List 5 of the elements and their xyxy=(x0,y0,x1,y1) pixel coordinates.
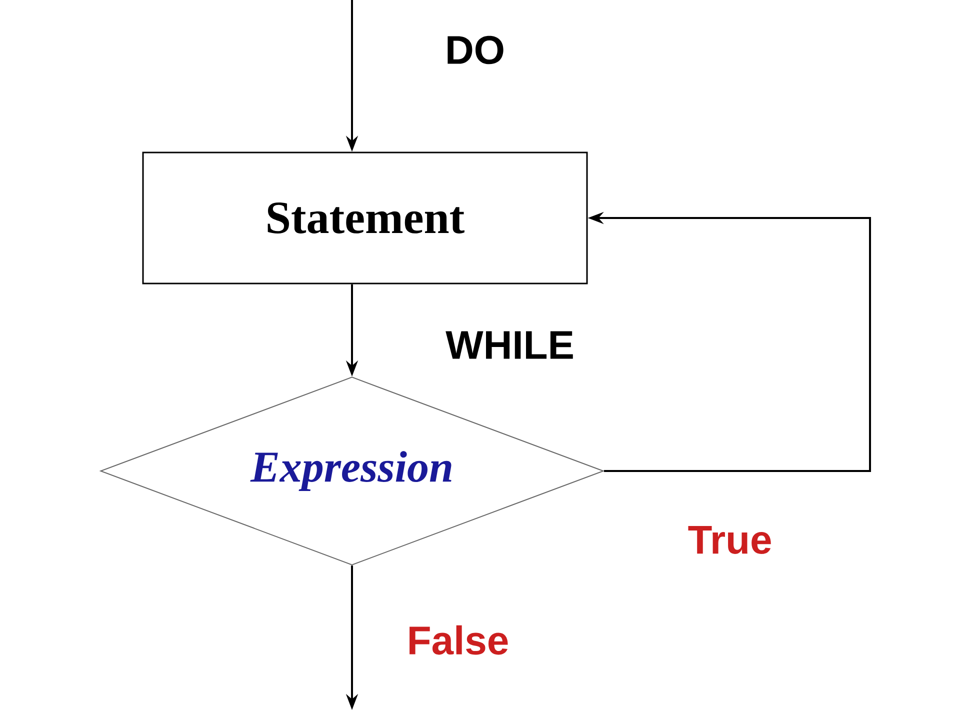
edge-label: False xyxy=(410,625,508,655)
process-box: Statement xyxy=(142,152,588,284)
edge-label: WHILE xyxy=(446,331,573,359)
edge-label: DO xyxy=(448,36,504,64)
edge-label: True xyxy=(688,526,771,554)
